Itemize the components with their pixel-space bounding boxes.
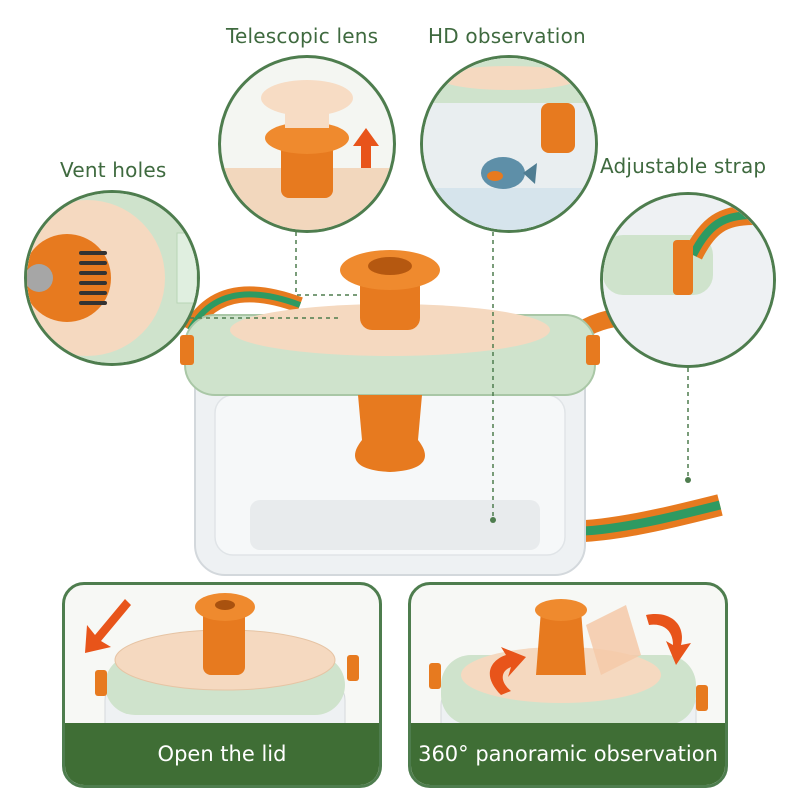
open-lid-caption: Open the lid <box>65 723 379 785</box>
container-box <box>180 250 600 576</box>
fish-icon <box>481 157 525 189</box>
vent-holes-icon <box>79 251 107 305</box>
arrow-down-left-icon <box>85 599 131 653</box>
vent-holes-label: Vent holes <box>60 158 167 182</box>
hd-observation-detail <box>420 55 598 233</box>
telescopic-lens-detail <box>218 55 396 233</box>
rotate-arrow-icon <box>646 614 691 665</box>
rotate-arrow-left-icon <box>489 647 526 695</box>
telescopic-lens-label: Telescopic lens <box>226 24 379 48</box>
adjustable-strap-label: Adjustable strap <box>600 154 767 178</box>
strap-clip-icon <box>673 240 693 295</box>
callout-lines <box>190 232 689 520</box>
panoramic-caption: 360° panoramic observation <box>411 723 725 785</box>
panoramic-panel: 360° panoramic observation <box>408 582 728 788</box>
open-lid-panel: Open the lid <box>62 582 382 788</box>
arrow-up-icon <box>353 128 379 168</box>
adjustable-strap-detail <box>600 192 776 368</box>
hd-observation-label: HD observation <box>428 24 586 48</box>
vent-holes-detail <box>24 190 200 366</box>
